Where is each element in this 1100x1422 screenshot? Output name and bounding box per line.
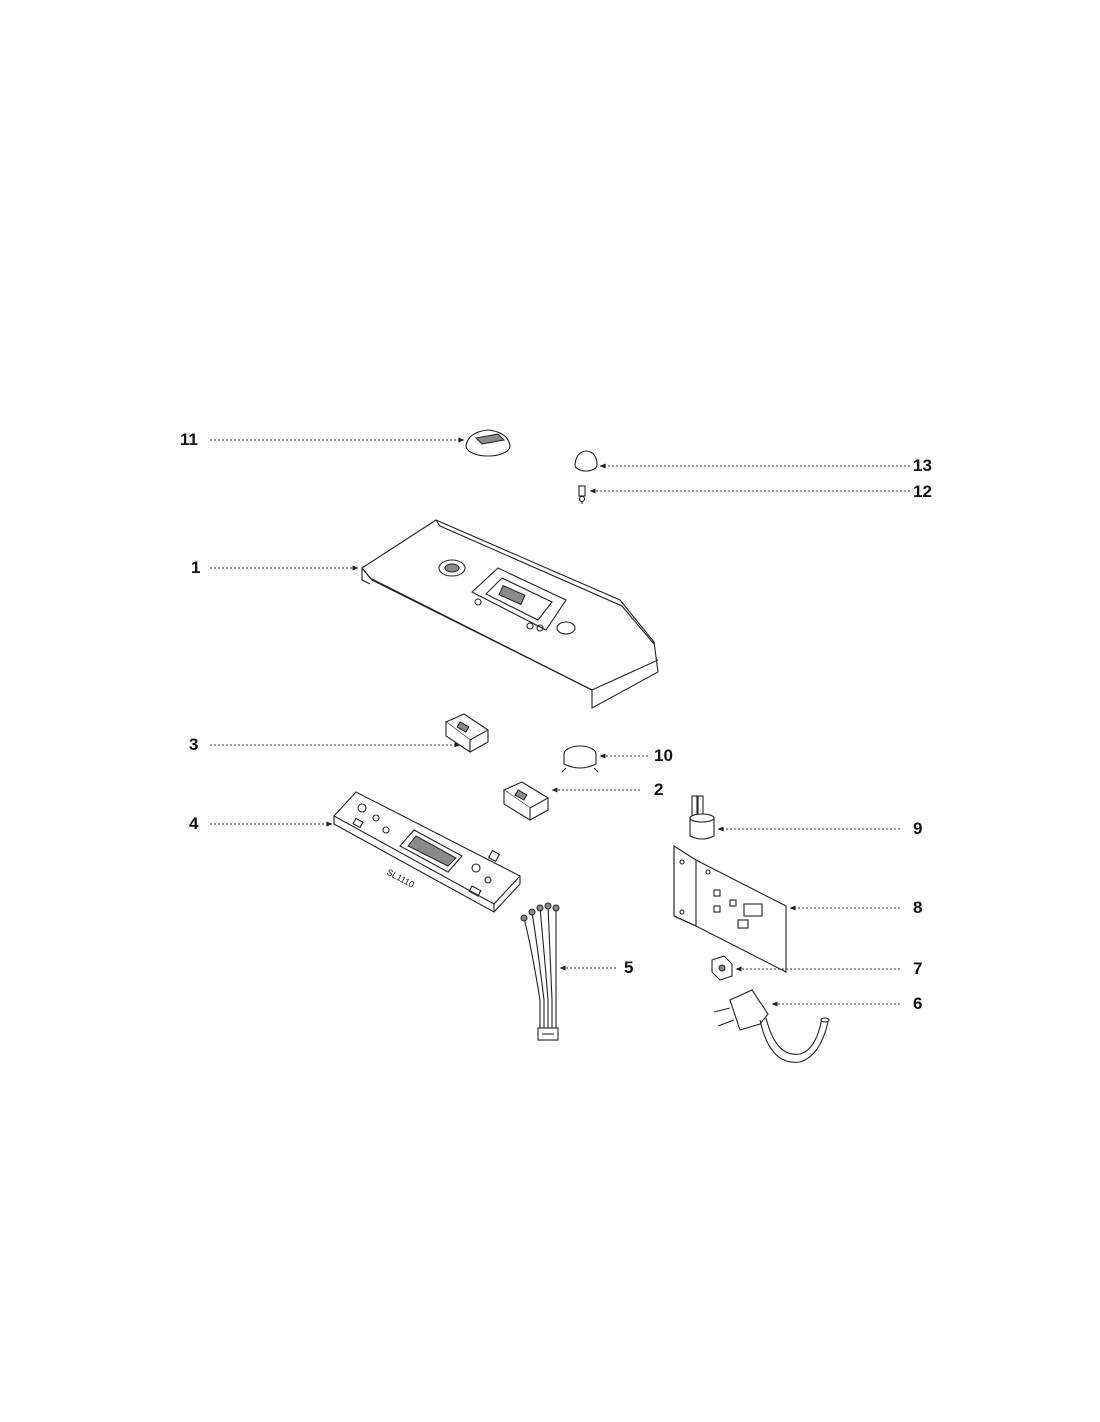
part-1-control-panel: [361, 519, 659, 709]
part-11-knob: [465, 429, 511, 457]
callout-7: 7: [913, 959, 923, 978]
part-2-switch-module: [502, 781, 550, 821]
callout-13: 13: [913, 456, 932, 475]
callout-10: 10: [654, 746, 673, 765]
callout-4: 4: [189, 814, 199, 833]
part-7-cable-clamp: [711, 955, 733, 981]
part-10-buzzer: [561, 745, 599, 773]
callout-6: 6: [913, 994, 923, 1013]
callout-2: 2: [654, 780, 664, 799]
callout-9: 9: [913, 819, 923, 838]
part-6-power-cord: [713, 989, 830, 1063]
callout-3: 3: [189, 735, 199, 754]
part-8-bracket: [673, 844, 787, 973]
callout-12: 12: [913, 482, 932, 501]
board-marking: SL1110: [385, 867, 416, 890]
callout-5: 5: [624, 958, 634, 977]
part-12-pin: [578, 485, 586, 504]
part-5-wiring-harness: [520, 902, 560, 1041]
part-9-capacitor: [689, 795, 715, 840]
part-13-button-cap: [574, 450, 598, 472]
callout-8: 8: [913, 898, 923, 917]
part-4-control-board: SL1110: [333, 791, 521, 913]
callout-1: 1: [191, 558, 201, 577]
part-3-switch-module: [444, 713, 490, 754]
callout-11: 11: [180, 430, 198, 449]
